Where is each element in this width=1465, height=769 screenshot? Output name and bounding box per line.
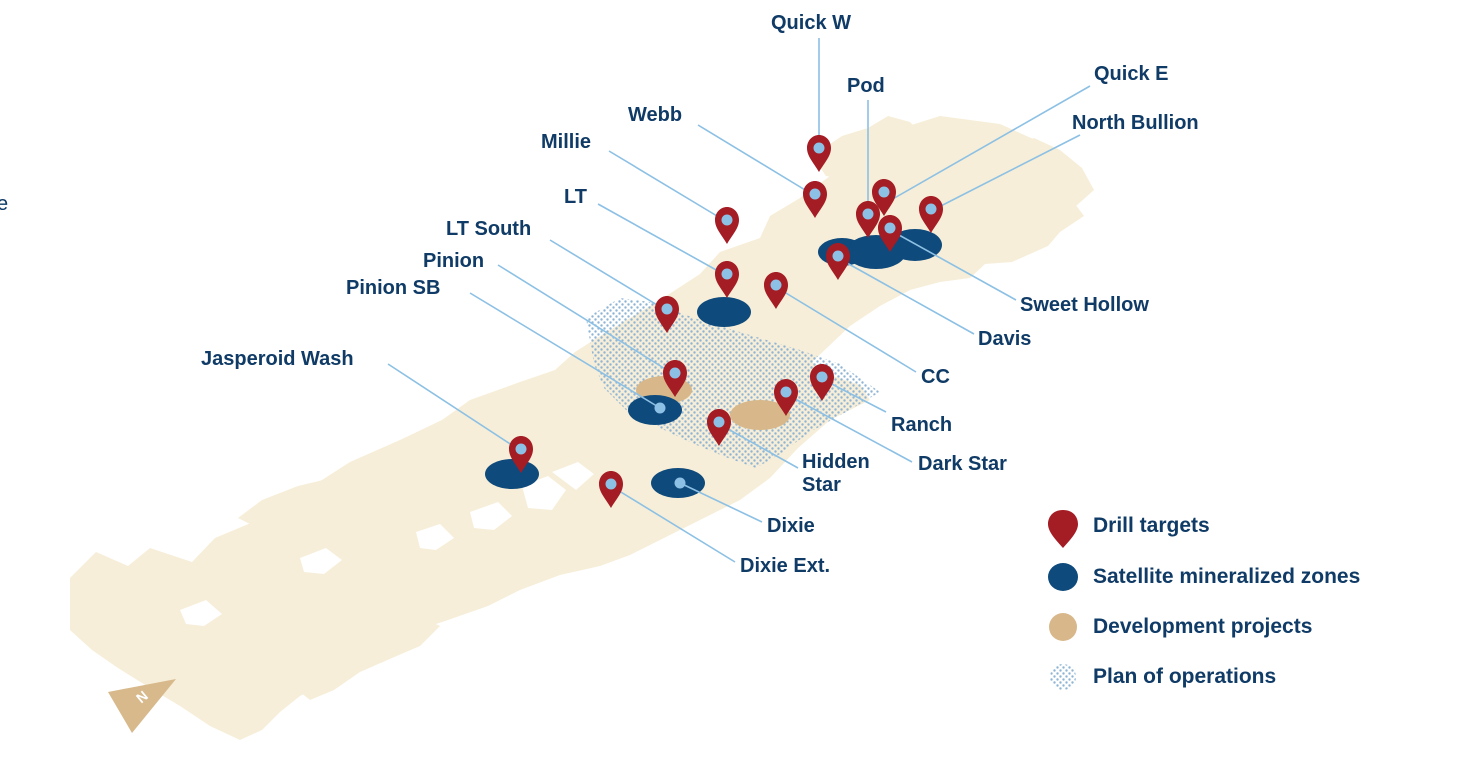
leader-line-lt-south — [549, 239, 668, 312]
claim-area — [70, 116, 1094, 740]
leader-line-lt — [597, 203, 728, 277]
pin-dot-dixie-ext — [605, 478, 617, 490]
leader-line-cc — [775, 286, 917, 373]
north-arrow-shape — [108, 679, 176, 733]
label-dixie-ext: Dixie Ext. — [740, 555, 831, 577]
pin-dot-hidden-star — [713, 416, 725, 428]
label-pinion-sb: Pinion SB — [346, 277, 441, 299]
notch — [926, 92, 958, 114]
notch — [522, 476, 566, 510]
legend-icons — [1048, 510, 1078, 690]
label-sweet-hollow: Sweet Hollow — [1020, 294, 1149, 316]
pin-dot-sweet-hollow — [884, 222, 896, 234]
label-quick-w: Quick W — [771, 12, 852, 34]
label-lt-south: LT South — [446, 218, 532, 240]
pin-dot-pinion — [669, 367, 681, 379]
label-webb: Webb — [628, 104, 683, 126]
leader-line-davis — [837, 257, 975, 335]
claim-block-main — [70, 116, 1084, 740]
legend-plan-of-operations: Plan of operations — [1093, 665, 1277, 688]
legend-satellite-zones: Satellite mineralized zones — [1093, 565, 1361, 588]
leader-line-millie — [608, 150, 728, 223]
pin-dot-lt-south — [661, 303, 673, 315]
legend-development-icon — [1049, 613, 1077, 641]
legend-plan-of-operations-icon — [1050, 664, 1076, 690]
cropped-edge-text: e — [0, 193, 9, 215]
label-cc: CC — [921, 366, 950, 388]
land-notches — [180, 92, 1030, 626]
leader-line-quick-e — [883, 85, 1091, 205]
leader-lines — [387, 38, 1091, 563]
claim-block-southwest — [238, 476, 360, 532]
legend-satellite-zone-icon — [1048, 563, 1078, 591]
leader-line-dixie-ext — [610, 485, 736, 563]
leader-line-pinion — [497, 264, 676, 376]
legend-drill-target-icon — [1048, 510, 1078, 548]
label-quick-e: Quick E — [1094, 63, 1169, 85]
pin-dot-pod — [862, 208, 874, 220]
label-north-bullion: North Bullion — [1072, 112, 1199, 134]
north-arrow-icon: N — [108, 679, 176, 733]
notch — [648, 196, 690, 222]
label-davis: Davis — [978, 328, 1032, 350]
zone-dot-pinion-sb — [654, 402, 666, 414]
label-dark-star: Dark Star — [918, 453, 1007, 475]
notch — [998, 262, 1030, 282]
pin-dot-dark-star — [780, 386, 792, 398]
pin-dot-millie — [721, 214, 733, 226]
claim-block-south — [284, 598, 440, 700]
leader-line-jasperoid-wash — [387, 363, 522, 452]
zone-lt — [697, 297, 751, 327]
pin-dot-davis — [832, 250, 844, 262]
legend-development-projects: Development projects — [1093, 615, 1313, 638]
drill-target-pins — [509, 135, 943, 508]
plan-of-operations-area — [586, 298, 880, 468]
notch — [552, 462, 594, 490]
label-dixie: Dixie — [767, 515, 815, 537]
notch — [300, 548, 342, 574]
label-ranch: Ranch — [891, 414, 953, 436]
legend-drill-targets: Drill targets — [1093, 514, 1210, 537]
leader-line-ranch — [821, 378, 887, 413]
leader-line-dark-star — [785, 393, 913, 463]
label-jasperoid-wash: Jasperoid Wash — [201, 348, 354, 370]
pin-dot-quick-e — [878, 186, 890, 198]
pin-dot-ranch — [816, 371, 828, 383]
pin-dot-cc — [770, 279, 782, 291]
notch — [180, 600, 222, 626]
zone-jasperoid — [485, 459, 539, 489]
zone-dot-dixie — [674, 477, 686, 489]
pin-dot-jasperoid-wash — [515, 443, 527, 455]
leader-line-pinion-sb — [469, 292, 661, 409]
claim-block-east — [1000, 138, 1094, 222]
leader-line-north-bullion — [930, 134, 1081, 212]
leader-line-dixie — [679, 482, 763, 523]
label-millie: Millie — [541, 131, 592, 153]
leader-line-sweet-hollow — [889, 229, 1017, 301]
label-pod: Pod — [847, 75, 885, 97]
label-lt: LT — [564, 186, 587, 208]
leader-line-webb — [697, 124, 816, 197]
development-hidden-star — [730, 400, 790, 430]
label-hidden-star: Hidden Star — [802, 451, 870, 496]
notch — [416, 524, 454, 550]
notch — [470, 502, 512, 530]
pin-dot-webb — [809, 188, 821, 200]
label-pinion: Pinion — [423, 250, 485, 272]
pin-dot-north-bullion — [925, 203, 937, 215]
pin-dot-lt — [721, 268, 733, 280]
claim-block-north — [812, 116, 928, 180]
pin-dot-quick-w — [813, 142, 825, 154]
leader-line-hidden-star — [718, 423, 799, 469]
